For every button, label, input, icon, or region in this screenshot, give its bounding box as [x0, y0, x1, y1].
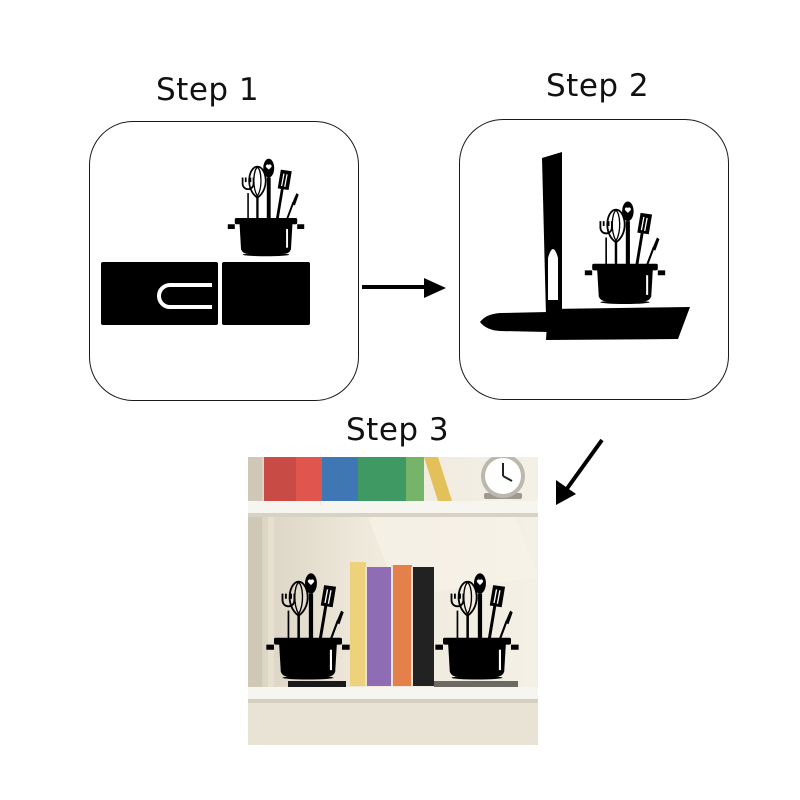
bottom-shelf-books [350, 562, 434, 686]
step-3-label: Step 3 [346, 412, 450, 448]
top-shelf-books [264, 457, 452, 501]
unfolded-bookend-icon [480, 152, 690, 340]
folded-bookend-icon [101, 262, 310, 325]
shelf-photo [248, 457, 538, 745]
step-1-card [89, 121, 359, 401]
step-1-label: Step 1 [156, 72, 260, 108]
step-2-card [459, 119, 729, 400]
step-2-label: Step 2 [546, 68, 650, 104]
clock-icon [481, 457, 525, 499]
